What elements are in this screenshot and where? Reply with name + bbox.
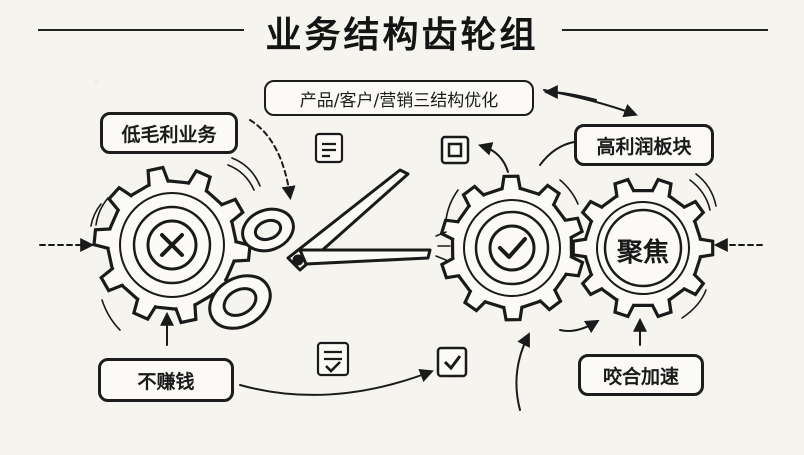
check-circle-icon <box>488 224 536 272</box>
scissors-icon <box>208 168 432 330</box>
gearRight-hub <box>596 201 690 295</box>
cut-lines <box>435 231 451 261</box>
gearMid-hub <box>463 199 561 297</box>
gear-label-focus: 聚焦 <box>616 238 669 268</box>
page-title: 业务结构齿轮组 <box>265 15 539 56</box>
gear-left-inner-ring <box>132 205 212 285</box>
gear-middle-inner-ring <box>474 210 550 286</box>
square-icon <box>440 135 470 165</box>
title-rule-right <box>562 29 768 31</box>
document-icon <box>314 132 344 164</box>
checkbox-icon <box>436 346 468 378</box>
label-high-margin: 高利润板块 <box>574 124 714 166</box>
arrows <box>39 85 763 411</box>
label-low-margin: 低毛利业务 <box>100 112 238 154</box>
label-structure-opt: 产品/客户/营销三结构优化 <box>264 80 534 116</box>
gearLeft-hub <box>119 192 225 298</box>
checklist-icon <box>316 341 350 377</box>
label-no-profit: 不赚钱 <box>98 358 234 402</box>
title-rule-left <box>38 29 244 31</box>
gear-right-inner-ring <box>603 208 683 288</box>
label-accelerate: 咬合加速 <box>578 354 704 396</box>
